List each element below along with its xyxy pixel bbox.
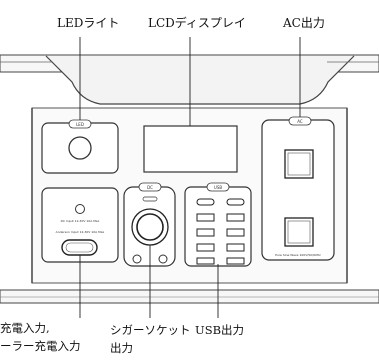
dc-port-right — [158, 254, 168, 264]
lower-casing — [0, 289, 379, 304]
dc-button — [138, 182, 162, 192]
charge-port-note: Anderson Input 12-30V 10A Max — [56, 230, 105, 234]
ac-rating-text: Pure Sine Wave 100V/50/60Hz — [275, 253, 321, 257]
led-light-label: LEDライト — [57, 16, 120, 30]
lcd-display-label: LCDディスプレイ — [148, 16, 246, 30]
led-lamp — [68, 136, 92, 160]
charge-input-label-line2: ーラー充電入力 — [0, 339, 81, 353]
led-button-text: LED — [76, 122, 84, 127]
usb-output-label: USB出力 — [195, 323, 245, 337]
usb-ports — [196, 198, 245, 265]
anderson-input-port — [61, 239, 98, 256]
ac-button-text: AC — [297, 119, 303, 124]
dc-input-port — [75, 204, 85, 214]
ac-outlet-1 — [284, 149, 314, 179]
charge-input-label-line1: 充電入力, — [0, 321, 50, 335]
ac-output-label: AC出力 — [283, 16, 325, 30]
carry-handle-recess — [45, 55, 355, 105]
usb-button-text: USB — [214, 185, 222, 190]
dc-port-left — [132, 254, 142, 264]
cigar-socket-label-line1: シガーソケット — [110, 323, 191, 337]
usb-button — [206, 182, 230, 192]
ac-outlet-2 — [284, 217, 314, 247]
callout-lines — [79, 37, 301, 318]
dc-button-text: DC — [147, 185, 153, 190]
cigar-socket-label-line2: 出力 — [110, 341, 133, 355]
dc-input-note: DC Input 12-30V 10A Max — [61, 219, 100, 223]
lcd-display — [143, 125, 238, 173]
